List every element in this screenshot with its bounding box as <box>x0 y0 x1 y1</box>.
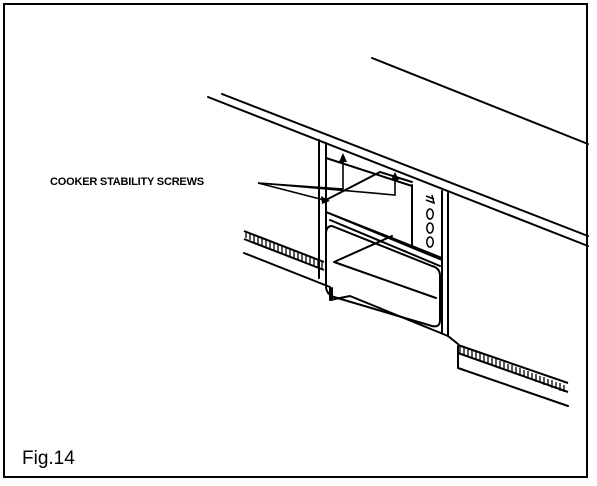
right-plinth <box>457 345 569 407</box>
knob-icon <box>426 222 434 234</box>
arrow-up-icon <box>391 172 399 180</box>
callout-label: COOKER STABILITY SCREWS <box>50 176 204 188</box>
leader-line-3 <box>257 178 396 196</box>
worktop-front-lower-edge <box>207 96 589 247</box>
figure-label: Fig.14 <box>22 448 75 469</box>
arrow-right-icon <box>321 196 330 204</box>
lower-compartment-shelf <box>333 235 437 299</box>
control-knobs <box>425 194 436 248</box>
right-kickboard-edges <box>457 344 569 393</box>
lower-compartment <box>325 225 441 328</box>
right-cabinet-post <box>447 335 459 345</box>
leader-line-2 <box>257 182 325 201</box>
left-kickboard-edges <box>243 230 325 271</box>
knob-icon <box>426 208 434 220</box>
knob-icon <box>426 236 434 248</box>
control-strip-bottom <box>411 245 443 259</box>
upper-compartment <box>325 157 413 247</box>
screw-arrowheads <box>321 153 399 204</box>
callout-leaders <box>257 160 396 201</box>
left-plinth <box>243 252 449 337</box>
arrow-up-icon <box>339 153 347 162</box>
figure-frame <box>3 3 588 478</box>
control-symbol-icon <box>425 194 436 205</box>
compartment-divider <box>325 211 443 267</box>
worktop-front-upper-edge <box>221 93 589 237</box>
worktop-back-edge <box>371 57 589 145</box>
